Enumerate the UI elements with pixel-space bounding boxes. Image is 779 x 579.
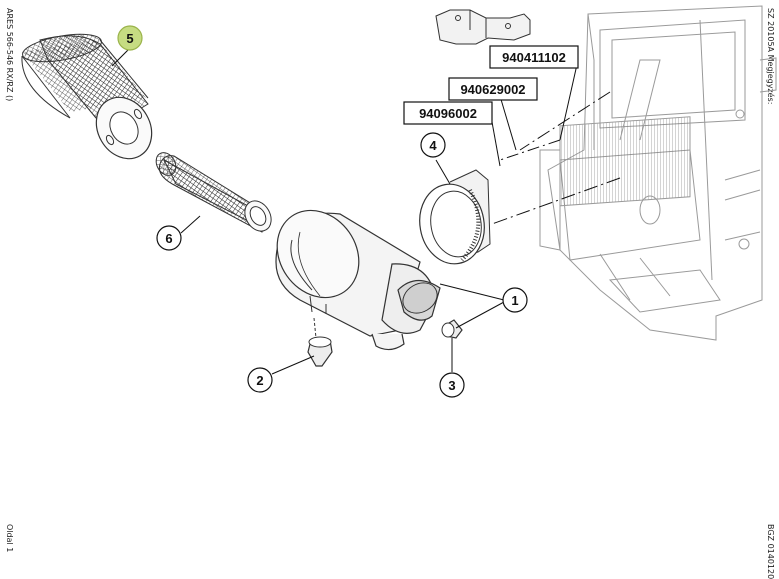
leader-5 — [111, 47, 131, 67]
clamp-band-drawing — [419, 169, 491, 265]
part-number-940629002: 940629002 — [460, 82, 525, 97]
callout-3: 3 — [439, 372, 465, 398]
part-number-box-2 — [448, 77, 538, 101]
filter-housing-drawing — [275, 209, 441, 351]
callout-5: 5 — [117, 25, 143, 51]
callout-2-number: 2 — [256, 373, 263, 388]
drain-valve-drawing — [307, 317, 333, 367]
callout-leaders — [111, 47, 505, 375]
leader-1b — [455, 301, 505, 329]
leader-4 — [435, 159, 451, 185]
bracket-part-drawing — [435, 9, 531, 45]
callout-4-number: 4 — [429, 138, 437, 153]
callout-6: 6 — [156, 225, 182, 251]
callout-5-number: 5 — [126, 31, 133, 46]
leader-940411102 — [559, 59, 579, 141]
part-number-box-1 — [489, 45, 579, 69]
exploded-parts-diagram: 940411102 940629002 94096002 — [21, 5, 777, 398]
safety-filter-drawing — [155, 152, 272, 233]
part-number-940411102: 940411102 — [502, 50, 566, 65]
callout-6-number: 6 — [165, 231, 172, 246]
callout-4: 4 — [420, 132, 446, 158]
filter-cartridge-drawing — [21, 33, 153, 160]
axis-line-2 — [519, 91, 611, 151]
part-number-94096002: 94096002 — [419, 106, 477, 121]
leader-1a — [439, 283, 505, 301]
leader-940629002 — [499, 95, 517, 151]
leader-94096002 — [491, 121, 501, 167]
cooler-assembly-drawing — [539, 5, 777, 341]
part-number-box-3 — [403, 101, 493, 125]
cap-fitting-drawing — [441, 319, 463, 339]
callout-1-number: 1 — [511, 293, 518, 308]
callout-2: 2 — [247, 367, 273, 393]
leader-2 — [271, 355, 315, 375]
callout-1: 1 — [502, 287, 528, 313]
axis-line-1 — [499, 139, 561, 161]
leader-6 — [180, 215, 201, 234]
part-number-labels: 940411102 940629002 94096002 — [403, 45, 621, 225]
callout-3-number: 3 — [448, 378, 455, 393]
